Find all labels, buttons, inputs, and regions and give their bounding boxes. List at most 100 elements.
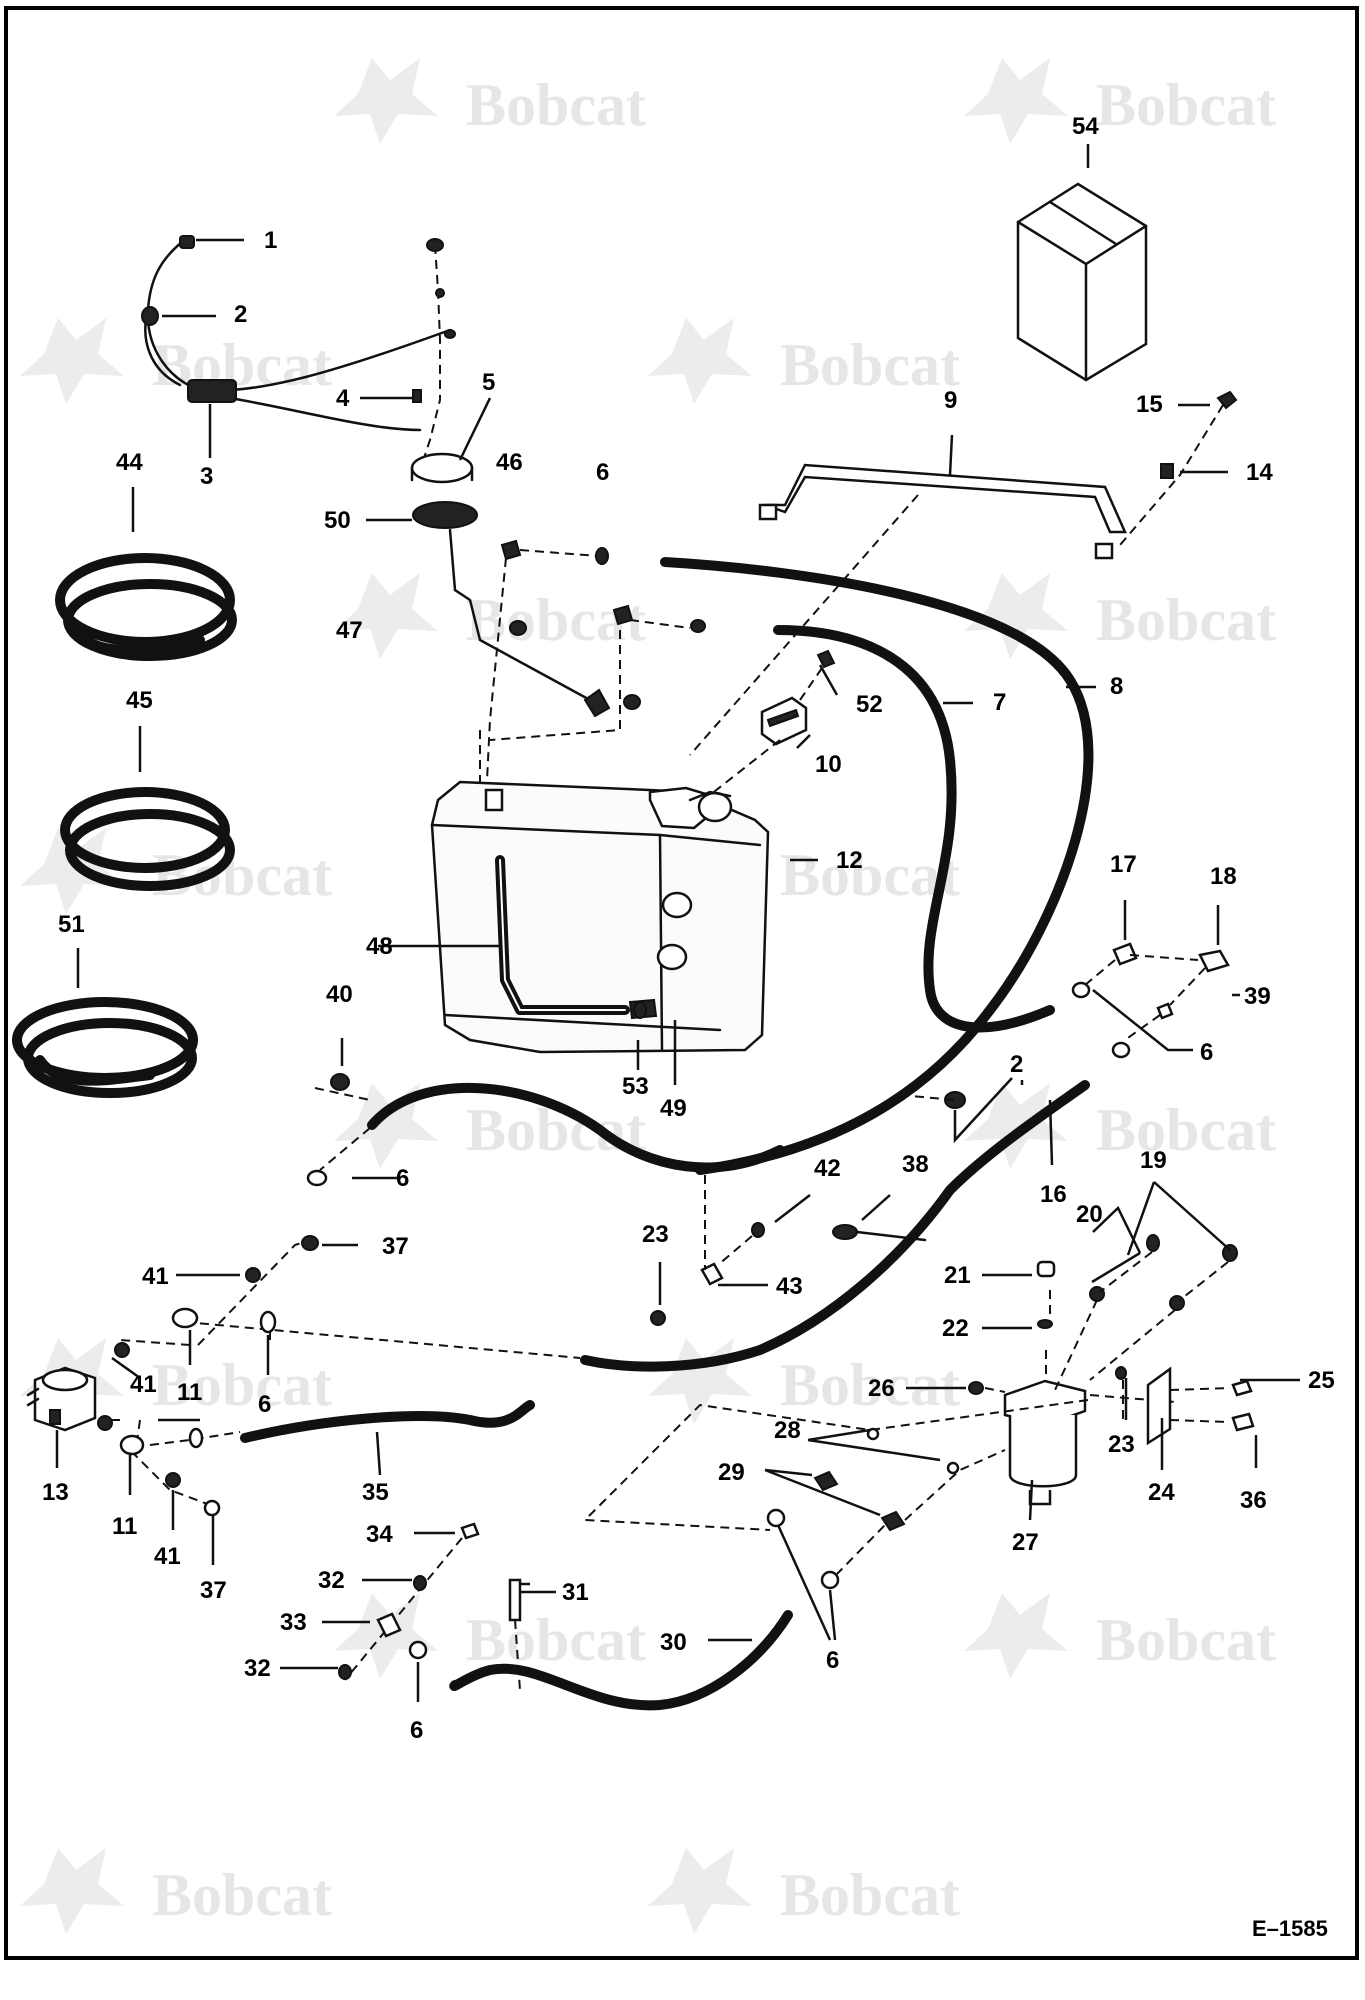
nut-32-bottom (338, 1664, 352, 1680)
callout-12: 12 (836, 847, 863, 874)
watermark-text: Bobcat (780, 842, 960, 908)
callout-51: 51 (58, 911, 85, 938)
watermark: Bobcat (648, 318, 960, 404)
callout-37: 37 (200, 1577, 227, 1604)
callout-37: 37 (382, 1233, 409, 1260)
callout-11: 11 (177, 1379, 202, 1406)
leader-lines (55, 144, 1300, 1702)
callout-34: 34 (366, 1521, 393, 1548)
callout-6: 6 (826, 1647, 839, 1674)
callout-33: 33 (280, 1609, 307, 1636)
callout-41: 41 (142, 1263, 169, 1290)
callout-22: 22 (942, 1315, 969, 1342)
clamp-38 (832, 1224, 858, 1240)
callout-25: 25 (1308, 1367, 1335, 1394)
watermark-text: Bobcat (1096, 1607, 1276, 1673)
coiled-hose-51 (12, 997, 198, 1098)
pump-fittings (97, 1235, 581, 1517)
drawing-number: E–1585 (1252, 1916, 1328, 1941)
clamp-40 (330, 1073, 350, 1091)
coiled-hose-45 (60, 787, 235, 891)
drawing-border (4, 6, 1359, 1960)
screw-4 (412, 389, 422, 403)
callout-6: 6 (258, 1391, 271, 1418)
fuel-pump-13 (26, 1366, 97, 1432)
callout-40: 40 (326, 981, 353, 1008)
callout-23: 23 (1108, 1431, 1135, 1458)
bolt-21 (1036, 1260, 1056, 1278)
callout-2: 2 (234, 301, 247, 328)
bracket-24 (1115, 1366, 1255, 1446)
fittings-31-34 (338, 1522, 522, 1691)
watermark-text: Bobcat (466, 1607, 646, 1673)
callout-41: 41 (154, 1543, 181, 1570)
fuel-sender-assembly (410, 238, 592, 702)
hose-7 (773, 625, 1055, 1033)
nut-23-top (650, 1310, 666, 1326)
bolt-42 (751, 1222, 765, 1238)
callout-11: 11 (112, 1513, 137, 1540)
watermark-text: Bobcat (780, 332, 960, 398)
callout-38: 38 (902, 1151, 929, 1178)
callout-16: 16 (1040, 1181, 1067, 1208)
watermark-text: Bobcat (466, 72, 646, 138)
callout-7: 7 (993, 689, 1006, 716)
plug-26 (968, 1381, 984, 1395)
filler-cap-10 (709, 696, 808, 796)
watermark: Bobcat (964, 573, 1276, 659)
callout-28: 28 (774, 1417, 801, 1444)
callout-19: 19 (1140, 1147, 1167, 1174)
callout-6: 6 (410, 1717, 423, 1744)
bolt-36 (1231, 1412, 1255, 1432)
hose-16 (580, 1080, 1090, 1372)
callout-24: 24 (1148, 1479, 1175, 1506)
callout-6: 6 (396, 1165, 409, 1192)
fuel-filter-27 (582, 1260, 1176, 1531)
watermark-text: Bobcat (152, 842, 332, 908)
callout-36: 36 (1240, 1487, 1267, 1514)
callout-6: 6 (596, 459, 609, 486)
plug-52 (799, 649, 836, 701)
callout-39: 39 (1244, 983, 1271, 1010)
callout-20: 20 (1076, 1201, 1103, 1228)
callout-46: 46 (496, 449, 523, 476)
callout-15: 15 (1136, 391, 1163, 418)
coiled-hose-44 (55, 553, 237, 661)
washer-22 (1037, 1319, 1053, 1329)
callout-23: 23 (642, 1221, 669, 1248)
bolt-31 (508, 1578, 522, 1622)
watermark: Bobcat (20, 318, 332, 404)
grommet-2 (141, 306, 159, 326)
watermark: Bobcat (648, 1338, 960, 1424)
watermark: Bobcat (20, 828, 332, 914)
fasteners-19-20 (1054, 1234, 1238, 1391)
watermark-text: Bobcat (780, 1352, 960, 1418)
watermark: Bobcat (964, 1593, 1276, 1679)
hose-35 (240, 1400, 535, 1443)
callout-8: 8 (1110, 673, 1123, 700)
callout-52: 52 (856, 691, 883, 718)
callout-5: 5 (482, 369, 495, 396)
watermark: Bobcat (20, 1848, 332, 1934)
callout-43: 43 (776, 1273, 803, 1300)
callout-2: 2 (1010, 1051, 1023, 1078)
callout-1: 1 (264, 227, 277, 254)
callout-29: 29 (718, 1459, 745, 1486)
fuel-tank-12 (430, 780, 770, 1054)
callout-labels: 1 2 3 4 5 6 7 8 9 10 11 11 12 13 14 15 1… (42, 113, 1335, 1744)
callout-45: 45 (126, 687, 153, 714)
bolt-25 (1231, 1379, 1253, 1397)
watermark: Bobcat (964, 1083, 1276, 1169)
hose-return (367, 1082, 785, 1173)
callout-14: 14 (1246, 459, 1273, 486)
watermark: Bobcat (964, 58, 1276, 144)
callout-47: 47 (336, 617, 363, 644)
watermark-text: Bobcat (1096, 1097, 1276, 1163)
clip-43 (700, 1262, 724, 1286)
bolt-15 (1216, 390, 1238, 410)
callout-41: 41 (130, 1371, 157, 1398)
watermark: Bobcat (648, 1848, 960, 1934)
callout-3: 3 (200, 463, 213, 490)
callout-6: 6 (1200, 1039, 1213, 1066)
